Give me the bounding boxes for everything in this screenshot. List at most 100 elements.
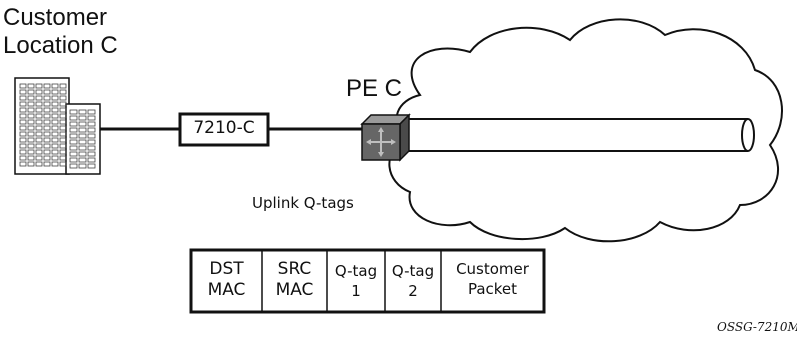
building-window xyxy=(19,125,27,131)
building-window xyxy=(35,155,43,161)
building-window xyxy=(87,163,96,169)
building-window xyxy=(19,95,27,101)
building-window xyxy=(27,107,35,113)
router-icon xyxy=(360,113,411,162)
building-window xyxy=(51,149,59,155)
building-window xyxy=(69,109,78,115)
building-window xyxy=(51,131,59,137)
building-window xyxy=(59,107,67,113)
frame-field-customer-packet: Customer Packet xyxy=(441,259,544,299)
building-window xyxy=(59,125,67,131)
building-window xyxy=(27,119,35,125)
building-window xyxy=(51,125,59,131)
building-window xyxy=(51,143,59,149)
building-window xyxy=(35,119,43,125)
frame-field-q-tag-1: Q-tag 1 xyxy=(327,261,385,301)
building-window xyxy=(35,113,43,119)
building-window xyxy=(51,89,59,95)
device-7210-box xyxy=(178,112,270,147)
building-window xyxy=(27,155,35,161)
building-window xyxy=(78,157,87,163)
building-window xyxy=(78,163,87,169)
building-window xyxy=(69,139,78,145)
frame-field-src-mac: SRC MAC xyxy=(262,259,327,301)
building-window xyxy=(59,119,67,125)
building-window xyxy=(19,113,27,119)
building-window xyxy=(35,101,43,107)
building-window xyxy=(19,119,27,125)
building-window xyxy=(27,101,35,107)
building-window xyxy=(69,133,78,139)
building-window xyxy=(51,161,59,167)
building-window xyxy=(87,121,96,127)
building-window xyxy=(27,149,35,155)
building-window xyxy=(27,83,35,89)
building-window xyxy=(43,161,51,167)
building-window xyxy=(59,95,67,101)
building-window xyxy=(19,161,27,167)
building-window xyxy=(19,83,27,89)
frame-field-q-tag-2: Q-tag 2 xyxy=(385,261,441,301)
building-window xyxy=(78,151,87,157)
building-window xyxy=(59,113,67,119)
building-window xyxy=(59,149,67,155)
building-window xyxy=(59,155,67,161)
building-window xyxy=(43,149,51,155)
building-window xyxy=(78,109,87,115)
building-window xyxy=(78,145,87,151)
building-window xyxy=(43,113,51,119)
building-window xyxy=(59,89,67,95)
building-window xyxy=(78,133,87,139)
figure-id: OSSG-7210M xyxy=(717,320,797,334)
building-window xyxy=(27,143,35,149)
location-label-line1: Customer xyxy=(3,4,108,31)
building-window xyxy=(87,133,96,139)
building-window xyxy=(59,131,67,137)
frame-field-line: Q-tag xyxy=(391,262,435,280)
building-window xyxy=(19,149,27,155)
building-window xyxy=(27,89,35,95)
building-window xyxy=(51,101,59,107)
building-window xyxy=(35,89,43,95)
device-7210-label: 7210-C xyxy=(193,118,255,138)
building-window xyxy=(43,119,51,125)
building-window xyxy=(35,83,43,89)
building-window xyxy=(27,161,35,167)
building-window xyxy=(19,137,27,143)
frame-field-line: 2 xyxy=(408,282,418,300)
building-window xyxy=(87,127,96,133)
building-window xyxy=(27,113,35,119)
building-window xyxy=(69,127,78,133)
building-window xyxy=(35,107,43,113)
building-window xyxy=(69,157,78,163)
building-window xyxy=(35,125,43,131)
building-window xyxy=(69,145,78,151)
frame-field-line: DST xyxy=(209,259,244,279)
building-window xyxy=(78,127,87,133)
building-window xyxy=(87,139,96,145)
building-window xyxy=(69,115,78,121)
building-window xyxy=(27,131,35,137)
building-window xyxy=(51,137,59,143)
frame-format-table xyxy=(189,248,546,314)
building-window xyxy=(19,101,27,107)
building-window xyxy=(43,89,51,95)
building-window xyxy=(51,119,59,125)
building-window xyxy=(35,137,43,143)
building-window xyxy=(87,151,96,157)
building-window xyxy=(35,131,43,137)
building-window xyxy=(27,95,35,101)
pe-label: PE C xyxy=(346,75,403,102)
building-window xyxy=(27,137,35,143)
frame-field-line: MAC xyxy=(207,280,246,300)
frame-field-dst-mac: DST MAC xyxy=(191,259,262,301)
building-window xyxy=(19,107,27,113)
building-window xyxy=(87,109,96,115)
building-window xyxy=(35,161,43,167)
building-window xyxy=(43,101,51,107)
building-window xyxy=(59,161,67,167)
building-window xyxy=(35,149,43,155)
building-window xyxy=(43,155,51,161)
